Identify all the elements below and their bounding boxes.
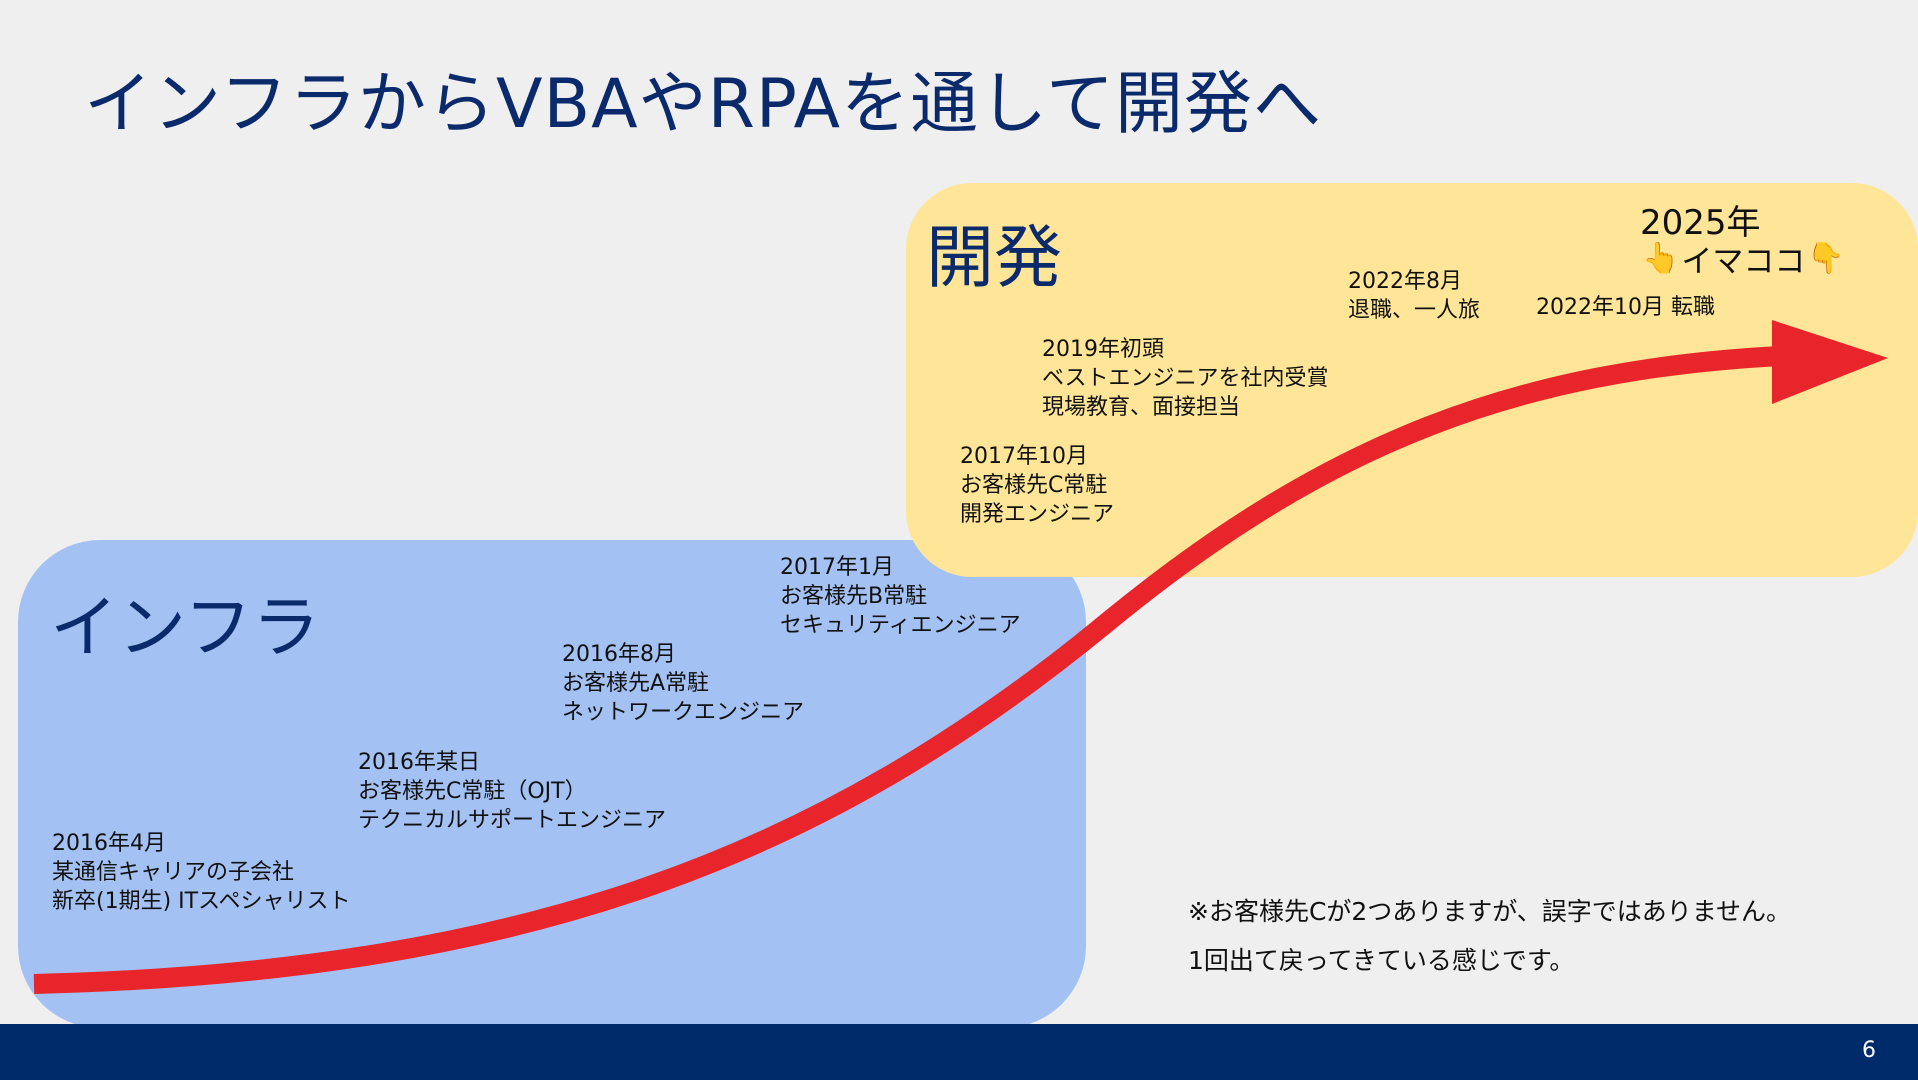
event-line: テクニカルサポートエンジニア <box>358 808 667 833</box>
event-date: 2019年初頭 <box>1042 337 1164 362</box>
note-line: 1回出て戻ってきている感じです。 <box>1188 946 1575 975</box>
timeline-event: 2016年某日 お客様先C常駐（OJT） テクニカルサポートエンジニア <box>358 748 666 835</box>
event-line: 新卒(1期生) ITスペシャリスト <box>52 889 351 914</box>
event-line: お客様先C常駐（OJT） <box>358 779 587 804</box>
timeline-event: 2022年8月 退職、一人旅 <box>1348 267 1480 325</box>
pointing-up-hand-icon: 👆 <box>1642 240 1680 276</box>
timeline-event: 2019年初頭 ベストエンジニアを社内受賞 現場教育、面接担当 <box>1042 335 1328 422</box>
event-line: 現場教育、面接担当 <box>1042 395 1241 420</box>
note-line: ※お客様先Cが2つありますが、誤字ではありません。 <box>1188 897 1792 926</box>
timeline-event: 2017年10月 お客様先C常駐 開発エンジニア <box>960 442 1114 529</box>
event-date: 2016年某日 <box>358 750 480 775</box>
event-date: 2016年8月 <box>562 642 676 667</box>
event-date: 2022年10月 転職 <box>1536 295 1715 320</box>
event-line: ネットワークエンジニア <box>562 700 805 725</box>
timeline-event: 2017年1月 お客様先B常駐 セキュリティエンジニア <box>780 553 1021 640</box>
event-line: セキュリティエンジニア <box>780 613 1021 638</box>
event-line: 退職、一人旅 <box>1348 298 1481 323</box>
current-year: 2025年 <box>1640 203 1761 243</box>
event-line: 某通信キャリアの子会社 <box>52 860 295 885</box>
event-line: お客様先B常駐 <box>780 584 928 609</box>
page-number: 6 <box>1862 1038 1876 1063</box>
event-date: 2017年1月 <box>780 555 894 580</box>
event-line: 開発エンジニア <box>960 502 1115 527</box>
dev-label: 開発 <box>926 219 1063 298</box>
event-line: お客様先C常駐 <box>960 473 1108 498</box>
timeline-event: 2022年10月 転職 <box>1536 293 1715 322</box>
current-position-marker: 👆 イマココ 👇 <box>1642 236 1845 281</box>
event-date: 2022年8月 <box>1348 269 1462 294</box>
event-date: 2016年4月 <box>52 831 166 856</box>
footer-bar: 6 <box>0 1024 1918 1080</box>
infra-label: インフラ <box>50 589 320 668</box>
pointing-down-hand-icon: 👇 <box>1807 240 1845 276</box>
slide-title: インフラからVBAやRPAを通して開発へ <box>84 65 1323 144</box>
event-line: お客様先A常駐 <box>562 671 710 696</box>
event-date: 2017年10月 <box>960 444 1088 469</box>
event-line: ベストエンジニアを社内受賞 <box>1042 366 1329 391</box>
timeline-event: 2016年8月 お客様先A常駐 ネットワークエンジニア <box>562 640 804 727</box>
timeline-event: 2016年4月 某通信キャリアの子会社 新卒(1期生) ITスペシャリスト <box>52 829 351 916</box>
current-position-label: イマココ <box>1681 244 1806 280</box>
